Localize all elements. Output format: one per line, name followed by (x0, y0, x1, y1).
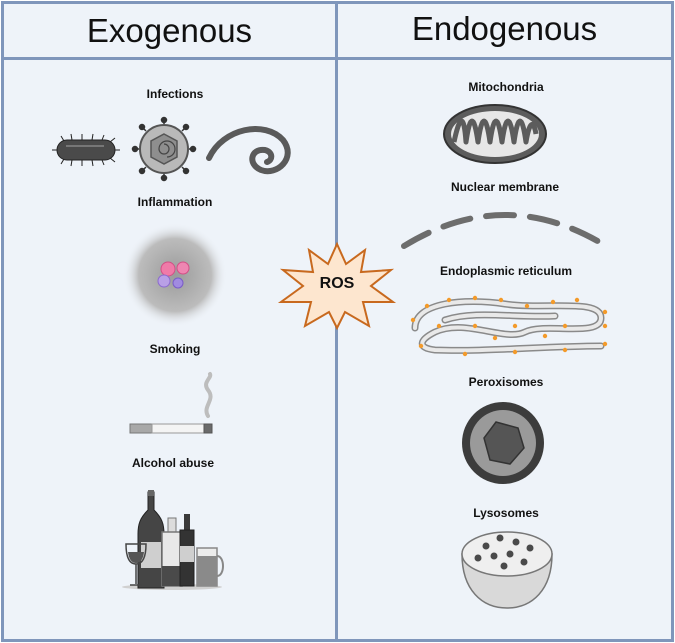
lysosome-bowl-icon (461, 531, 553, 609)
label-lysosomes: Lysosomes (473, 506, 539, 520)
label-alcohol-abuse: Alcohol abuse (131, 456, 214, 470)
mitochondrion-icon (443, 104, 547, 164)
label-nuclear-membrane: Nuclear membrane (450, 180, 560, 194)
label-inflammation: Inflammation (137, 195, 213, 209)
parasitic-worm-icon (206, 126, 291, 175)
label-infections: Infections (146, 87, 204, 101)
endoplasmic-reticulum-icon (410, 295, 608, 357)
exogenous-title: Exogenous (86, 12, 253, 49)
label-smoking: Smoking (149, 342, 201, 356)
immune-cells-icon (123, 223, 227, 327)
label-endoplasmic-reticulum: Endoplasmic reticulum (439, 264, 573, 278)
label-mitochondria: Mitochondria (468, 80, 544, 94)
ros-burst-icon (277, 241, 397, 331)
label-peroxisomes: Peroxisomes (468, 375, 544, 389)
bacterium-icon (52, 133, 120, 167)
endogenous-title: Endogenous (411, 10, 598, 47)
virus-icon (131, 116, 197, 182)
bottles-and-glasses-icon (122, 490, 224, 590)
cigarette-icon (129, 372, 213, 434)
peroxisome-icon (462, 402, 544, 484)
dashed-membrane-icon (401, 212, 609, 249)
ros-label: ROS (319, 275, 355, 292)
